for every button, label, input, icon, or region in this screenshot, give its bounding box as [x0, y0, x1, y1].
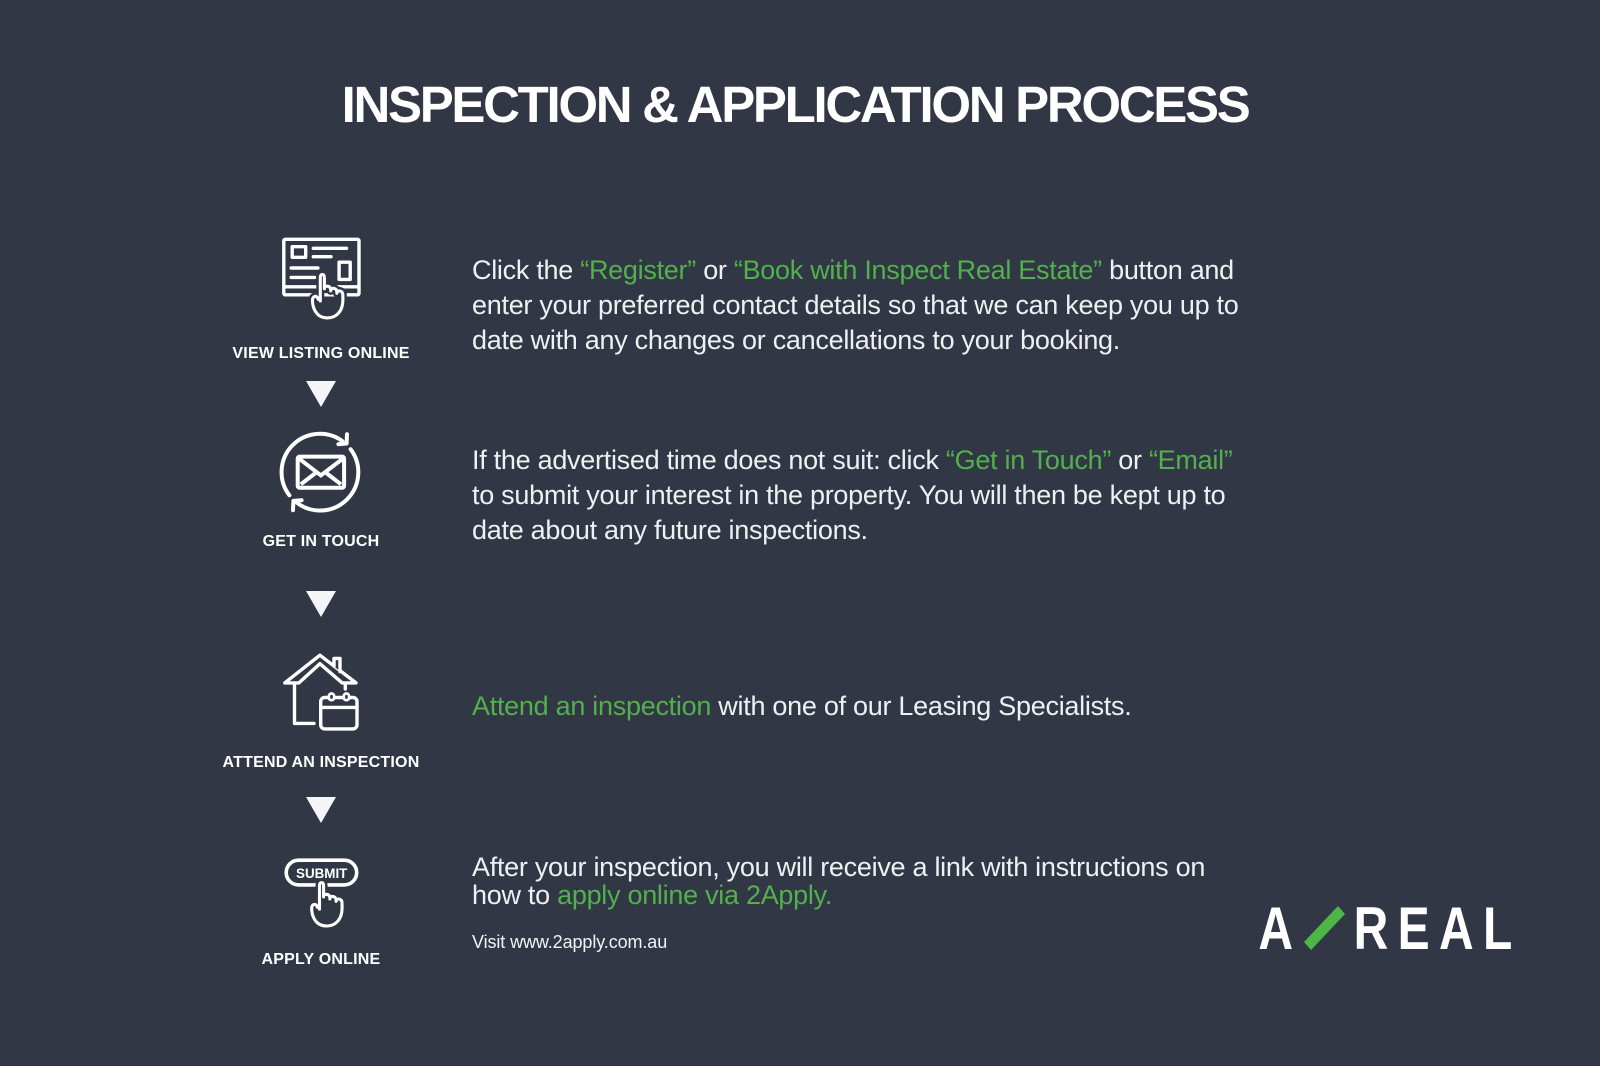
svg-text:A: A — [1258, 895, 1293, 962]
svg-text:REAL: REAL — [1354, 895, 1522, 962]
